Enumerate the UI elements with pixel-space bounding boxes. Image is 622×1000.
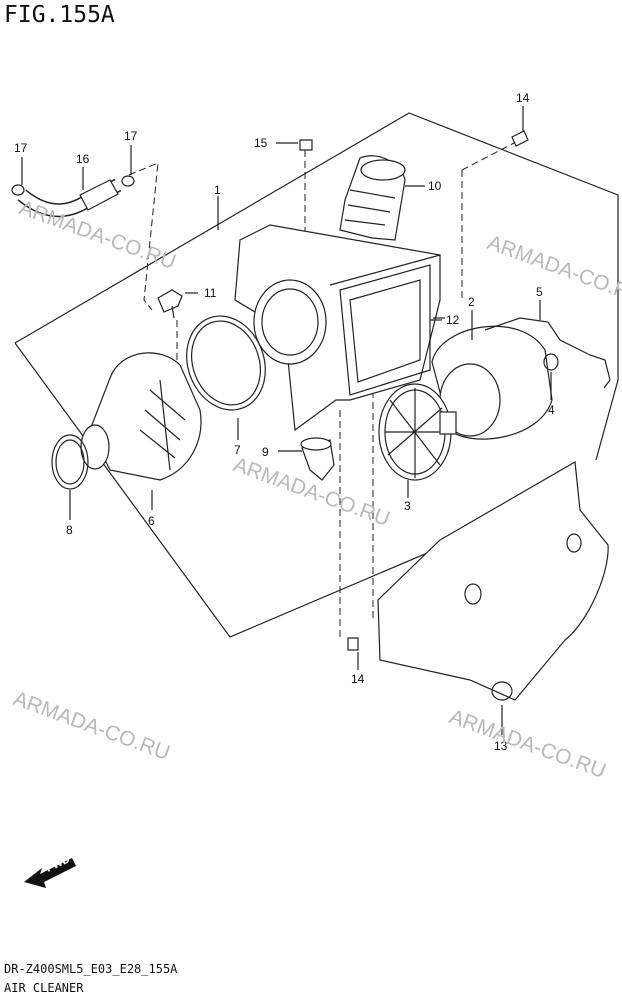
fitting-11	[157, 289, 183, 319]
part-label-11: 11	[204, 286, 217, 300]
bolt-14-bottom	[347, 637, 359, 651]
part-label-17-right: 17	[124, 129, 138, 143]
hose-16	[11, 175, 135, 218]
diagram-code: DR-Z400SML5_E03_E28_155A	[4, 962, 178, 976]
bolt-14-top	[511, 130, 529, 147]
part-label-16: 16	[76, 152, 90, 166]
diagram-name: AIR CLEANER	[4, 981, 84, 995]
part-label-13: 13	[494, 739, 508, 753]
figure-title: FIG.155A	[4, 2, 115, 28]
clamp-8	[51, 434, 89, 490]
part-label-4: 4	[548, 403, 555, 417]
part-label-8: 8	[66, 523, 73, 537]
watermark-5: ARMADA-CO.RU	[446, 705, 608, 783]
watermark-1: ARMADA-CO.RU	[16, 196, 178, 274]
part-label-9: 9	[262, 445, 269, 459]
spring-wire-5	[484, 317, 611, 389]
filter-element-2	[431, 325, 553, 440]
part-label-14-bottom: 14	[351, 672, 365, 686]
drain-plug-9	[300, 437, 335, 481]
watermark-4: ARMADA-CO.RU	[10, 687, 172, 765]
side-cover-13	[377, 461, 609, 701]
filter-cage-3	[378, 383, 457, 481]
part-label-10: 10	[428, 179, 442, 193]
part-label-7: 7	[234, 443, 241, 457]
watermark-2: ARMADA-CO.RU	[484, 231, 622, 309]
part-label-15: 15	[254, 136, 268, 150]
part-label-17-left: 17	[14, 141, 28, 155]
air-cleaner-case	[234, 224, 441, 432]
part-label-6: 6	[148, 514, 155, 528]
seal-ring-7	[186, 315, 266, 411]
part-label-12: 12	[446, 313, 460, 327]
part-label-1: 1	[214, 183, 221, 197]
bolt-15	[299, 139, 313, 151]
intake-boot-6	[80, 352, 202, 481]
part-label-3: 3	[404, 499, 411, 513]
part-label-2: 2	[468, 295, 475, 309]
part-label-14-top: 14	[516, 91, 530, 105]
part-label-5: 5	[536, 285, 543, 299]
intake-duct-10	[339, 155, 406, 241]
washer-4	[543, 353, 559, 371]
fwd-arrow-icon: FWD	[24, 853, 76, 888]
